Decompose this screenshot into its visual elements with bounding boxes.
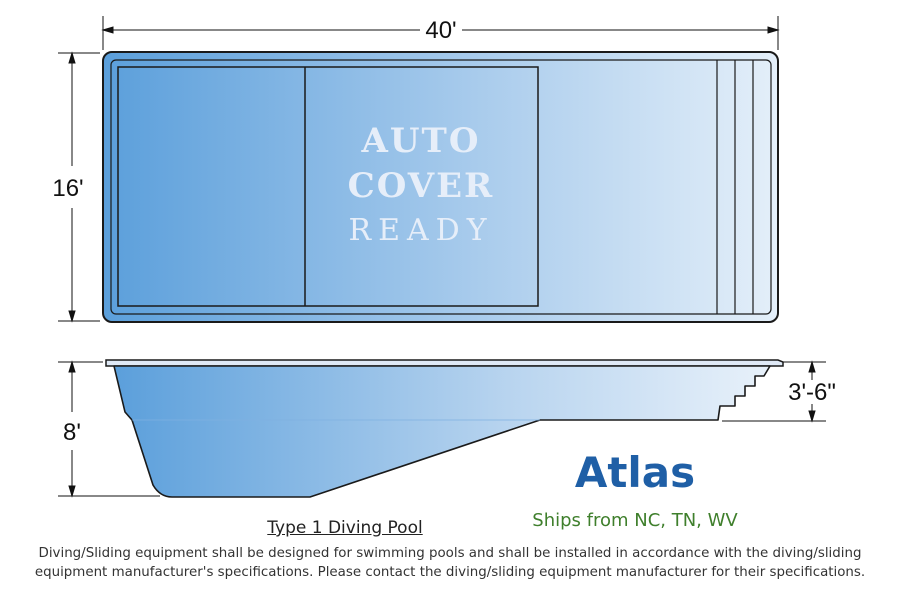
stamp-line-ready: READY [348, 213, 493, 248]
shallow-depth-dimension [722, 360, 826, 423]
stamp-line-cover: COVER [348, 166, 495, 206]
pool-inner-edge [110, 59, 772, 315]
length-label: 40' [425, 17, 456, 44]
width-label: 16' [52, 175, 83, 202]
profile-view: 8' 3'-6" [58, 359, 836, 498]
model-name: Atlas [574, 448, 696, 497]
length-dimension [101, 16, 780, 50]
pool-type: Type 1 Diving Pool [267, 518, 423, 538]
stamp-line-auto: AUTO [361, 121, 481, 161]
ships-from: Ships from NC, TN, WV [532, 510, 738, 531]
deep-depth-dimension [58, 360, 160, 498]
coping-lip [105, 359, 784, 367]
shallow-depth-label: 3'-6" [788, 379, 836, 406]
pool-outline [102, 51, 779, 323]
pool-profile [113, 365, 771, 498]
auto-cover-area [117, 66, 539, 307]
plan-view: 40' 16' AUTO COVER READY [52, 16, 780, 323]
width-dimension [58, 51, 100, 323]
deep-depth-label: 8' [63, 419, 81, 446]
disclaimer: Diving/Sliding equipment shall be design… [34, 546, 866, 580]
plan-steps [716, 60, 754, 314]
